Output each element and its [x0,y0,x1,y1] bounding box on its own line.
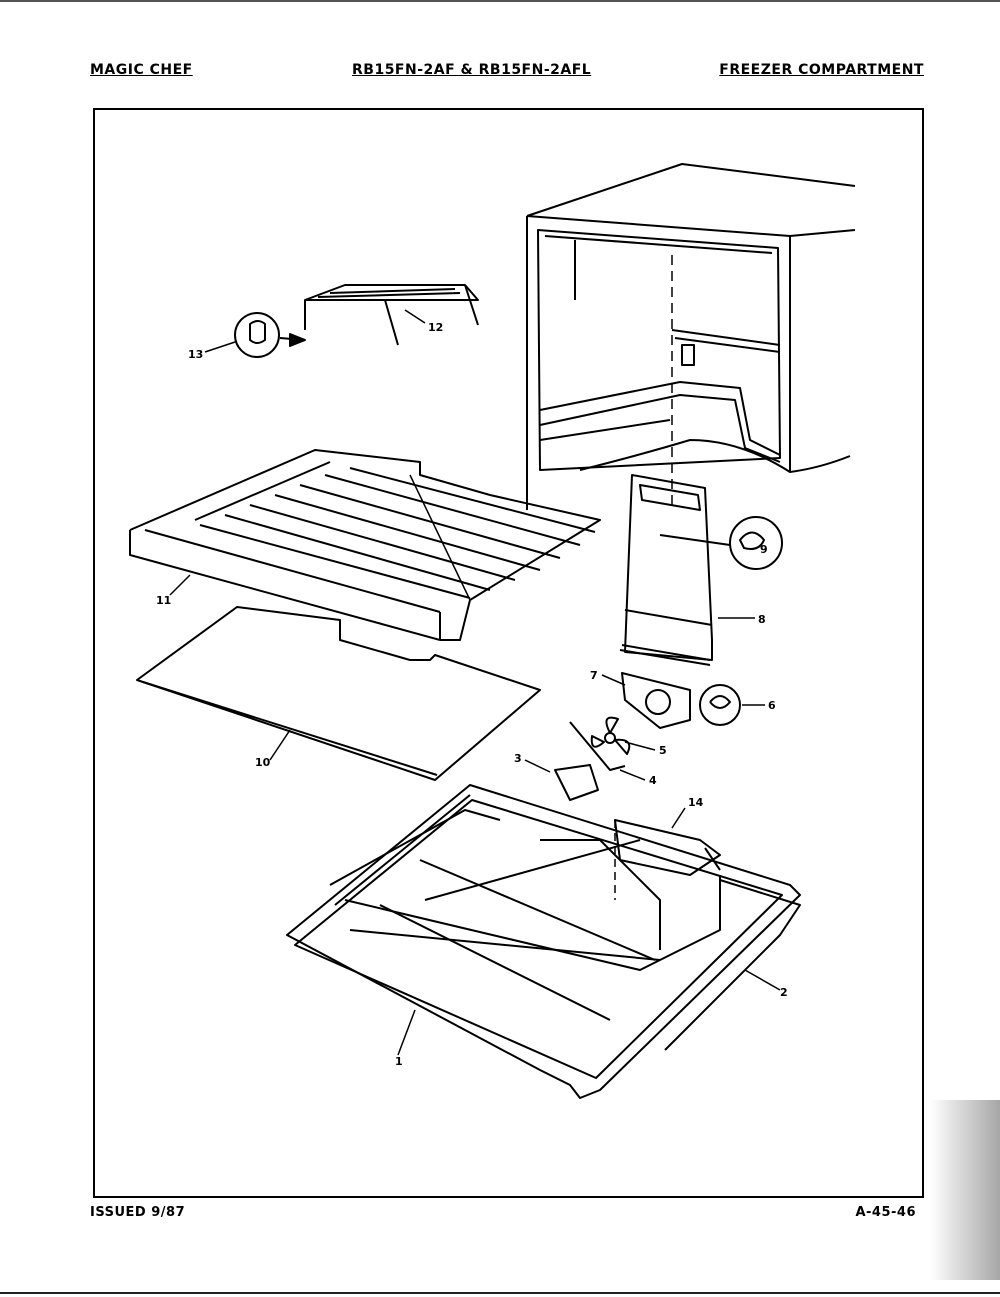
callout-7: 7 [590,669,598,682]
callout-9: 9 [760,543,768,556]
bushing-part-13-inset [234,312,306,358]
callout-5: 5 [659,744,667,757]
leader-lines [169,309,781,1056]
callout-8: 8 [758,613,766,626]
panel-part-10 [136,606,541,781]
air-duct-part-8 [619,474,713,666]
diagram-frame [93,108,924,1198]
fan-blade-part-5 [590,716,631,755]
motor-bracket-part-7 [621,672,691,729]
fan-motor-part-3 [554,721,626,801]
rack-part-12 [304,284,479,346]
scan-noise-top [0,0,1000,2]
brand-label: MAGIC CHEF [90,62,193,78]
callout-14: 14 [688,796,704,809]
callout-1: 1 [395,1055,403,1068]
page-id: A-45-46 [855,1205,916,1220]
callout-6: 6 [768,699,776,712]
part-6-inset [699,684,741,726]
callout-3: 3 [514,752,522,765]
shelf-part-11 [129,449,601,641]
gasket-part-2 [664,879,801,1051]
callout-13: 13 [188,348,203,361]
section-title: FREEZER COMPARTMENT [719,62,924,78]
callout-10: 10 [255,756,271,769]
scan-noise-right [930,1100,1000,1280]
base-tray-part-1 [286,784,801,1099]
callout-2: 2 [780,986,788,999]
freezer-cabinet [526,163,856,510]
model-label: RB15FN-2AF & RB15FN-2AFL [352,62,592,78]
callout-4: 4 [649,774,657,787]
issued-date: ISSUED 9/87 [90,1205,186,1220]
callout-11: 11 [156,594,171,607]
callout-12: 12 [428,321,443,334]
part-9-inset [659,516,783,570]
scan-noise-bottom [0,1292,1000,1294]
